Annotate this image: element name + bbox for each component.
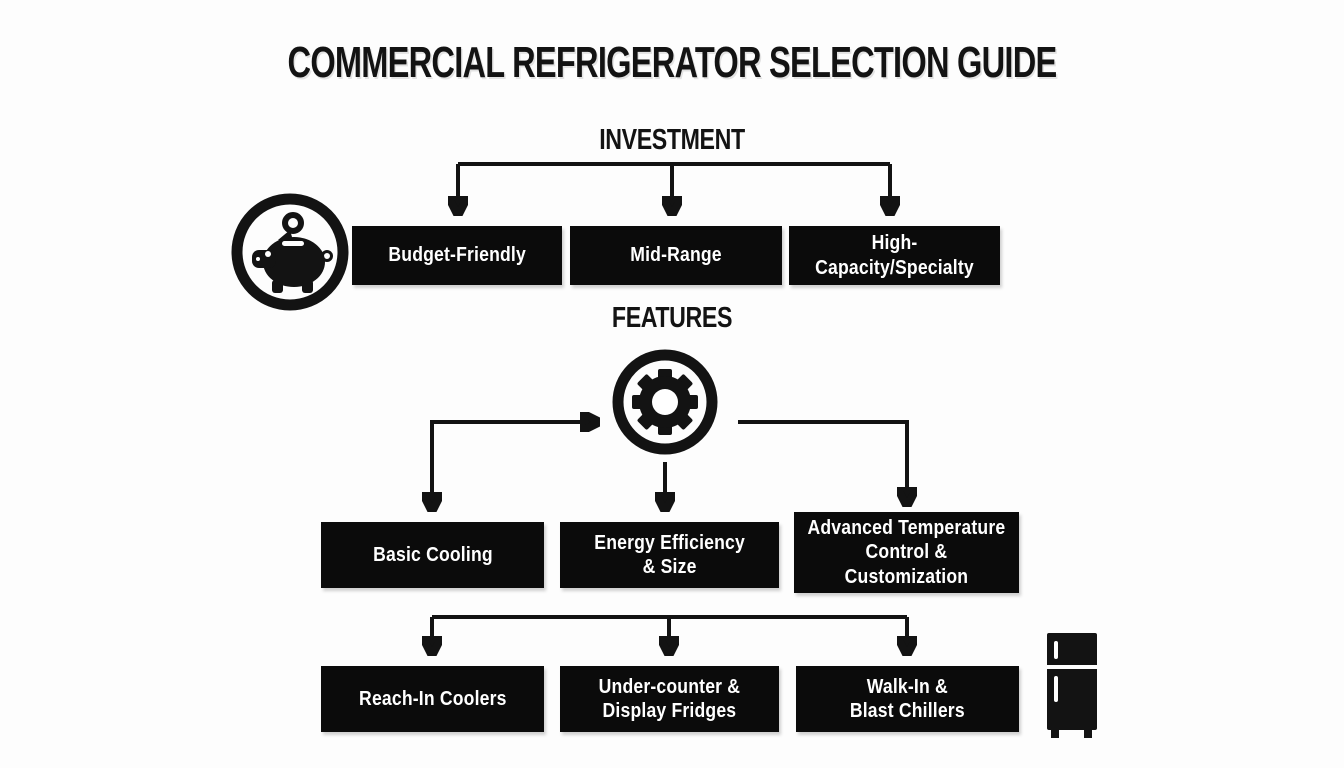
page-title: COMMERCIAL REFRIGERATOR SELECTION GUIDE <box>287 38 1058 87</box>
node-label: Advanced Temperature Control & Customiza… <box>807 516 1006 588</box>
refrigerator-icon <box>1042 630 1102 744</box>
node-label: Energy Efficiency & Size <box>594 531 745 578</box>
investment-section-label: INVESTMENT <box>599 124 745 156</box>
investment-option-mid-range: Mid-Range <box>570 226 782 285</box>
node-label: Budget-Friendly <box>388 244 526 267</box>
node-label: Under-counter & Display Fridges <box>598 675 741 722</box>
node-label: High-Capacity/Specialty <box>815 232 974 279</box>
piggy-bank-icon <box>228 190 352 314</box>
node-label: Walk-In & Blast Chillers <box>850 675 965 722</box>
type-option-walk-in-blast-chillers: Walk-In & Blast Chillers <box>796 666 1019 732</box>
type-option-under-counter-display-fridges: Under-counter & Display Fridges <box>560 666 779 732</box>
gear-icon <box>609 346 721 458</box>
investment-option-high-capacity-specialty: High-Capacity/Specialty <box>789 226 1000 285</box>
node-label: Basic Cooling <box>372 543 493 566</box>
features-option-advanced-temperature-control: Advanced Temperature Control & Customiza… <box>794 512 1019 593</box>
type-option-reach-in-coolers: Reach-In Coolers <box>321 666 544 732</box>
features-option-basic-cooling: Basic Cooling <box>321 522 544 588</box>
node-label: Reach-In Coolers <box>358 687 507 710</box>
node-label: Mid-Range <box>630 244 722 267</box>
features-option-energy-efficiency-size: Energy Efficiency & Size <box>560 522 779 588</box>
features-section-label: FEATURES <box>611 302 733 334</box>
investment-option-budget-friendly: Budget-Friendly <box>352 226 562 285</box>
